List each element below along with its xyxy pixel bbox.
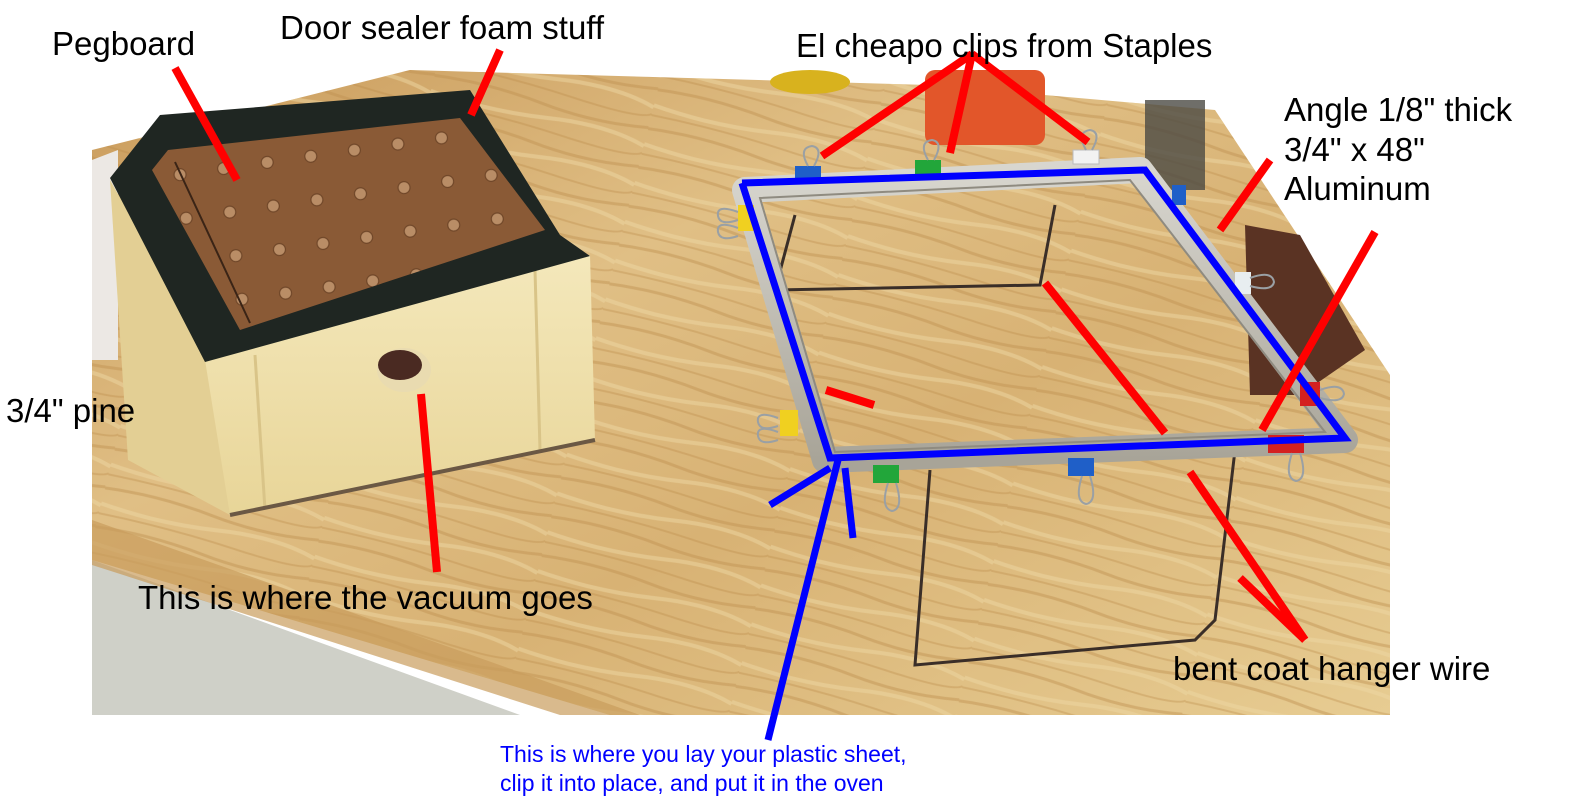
label-angle-line2: 3/4" x 48"	[1284, 130, 1425, 168]
pointer-angle-3	[1041, 280, 1169, 436]
countertop-edge	[92, 520, 640, 715]
pointer-angle-2	[1258, 230, 1379, 432]
pointer-pegboard	[171, 66, 241, 182]
pointer-clip-2	[946, 53, 976, 154]
blue-pointer-short-1	[768, 465, 832, 508]
label-pine: 3/4" pine	[6, 392, 136, 429]
vacuum-box	[110, 90, 596, 517]
label-plastic-line1: This is where you lay your plastic sheet…	[500, 741, 907, 767]
label-angle-line3: Aluminum	[1284, 170, 1431, 208]
binder-clips	[716, 128, 1346, 513]
frame-outline	[738, 166, 1352, 462]
photo	[92, 70, 1390, 715]
label-aluminum-angle: Angle 1/8" thick 3/4" x 48" Aluminum	[1284, 90, 1512, 209]
pointer-vacuum	[417, 393, 441, 573]
yellow-can	[770, 70, 850, 94]
clip-yellow-2	[780, 410, 798, 436]
clip-blue-2	[1068, 458, 1094, 476]
clip-white-2	[1235, 272, 1251, 294]
label-clips: El cheapo clips from Staples	[796, 27, 1213, 64]
clip-blue-3	[1172, 185, 1186, 205]
pointer-clip-3	[969, 50, 1091, 146]
clip-green	[915, 160, 941, 174]
red-annotations	[171, 48, 1379, 643]
pointer-door-sealer	[467, 48, 504, 117]
clip-blue	[795, 166, 821, 180]
blue-pointer-short-2	[841, 467, 857, 539]
blue-annotations	[738, 166, 1352, 741]
coat-hanger-wire	[773, 204, 1237, 667]
label-angle-line1: Angle 1/8" thick	[1284, 91, 1513, 128]
label-plastic-line2: clip it into place, and put it in the ov…	[500, 769, 884, 796]
label-wire: bent coat hanger wire	[1173, 650, 1491, 687]
blue-pointer-main	[764, 459, 842, 741]
label-pegboard: Pegboard	[52, 25, 196, 62]
pointer-wire-2	[1237, 575, 1308, 643]
orange-case	[925, 70, 1045, 145]
pointer-wire-1	[1186, 469, 1309, 643]
clip-green-2	[873, 465, 899, 483]
label-plastic-sheet: This is where you lay your plastic sheet…	[500, 740, 907, 798]
clip-white	[1072, 149, 1100, 165]
box-left-side	[110, 180, 230, 515]
pointer-clip-1	[819, 50, 975, 160]
pointer-pine-edge	[824, 386, 876, 409]
label-door-sealer: Door sealer foam stuff	[280, 9, 605, 46]
pointer-angle-1	[1216, 157, 1274, 233]
label-vacuum: This is where the vacuum goes	[138, 579, 593, 616]
